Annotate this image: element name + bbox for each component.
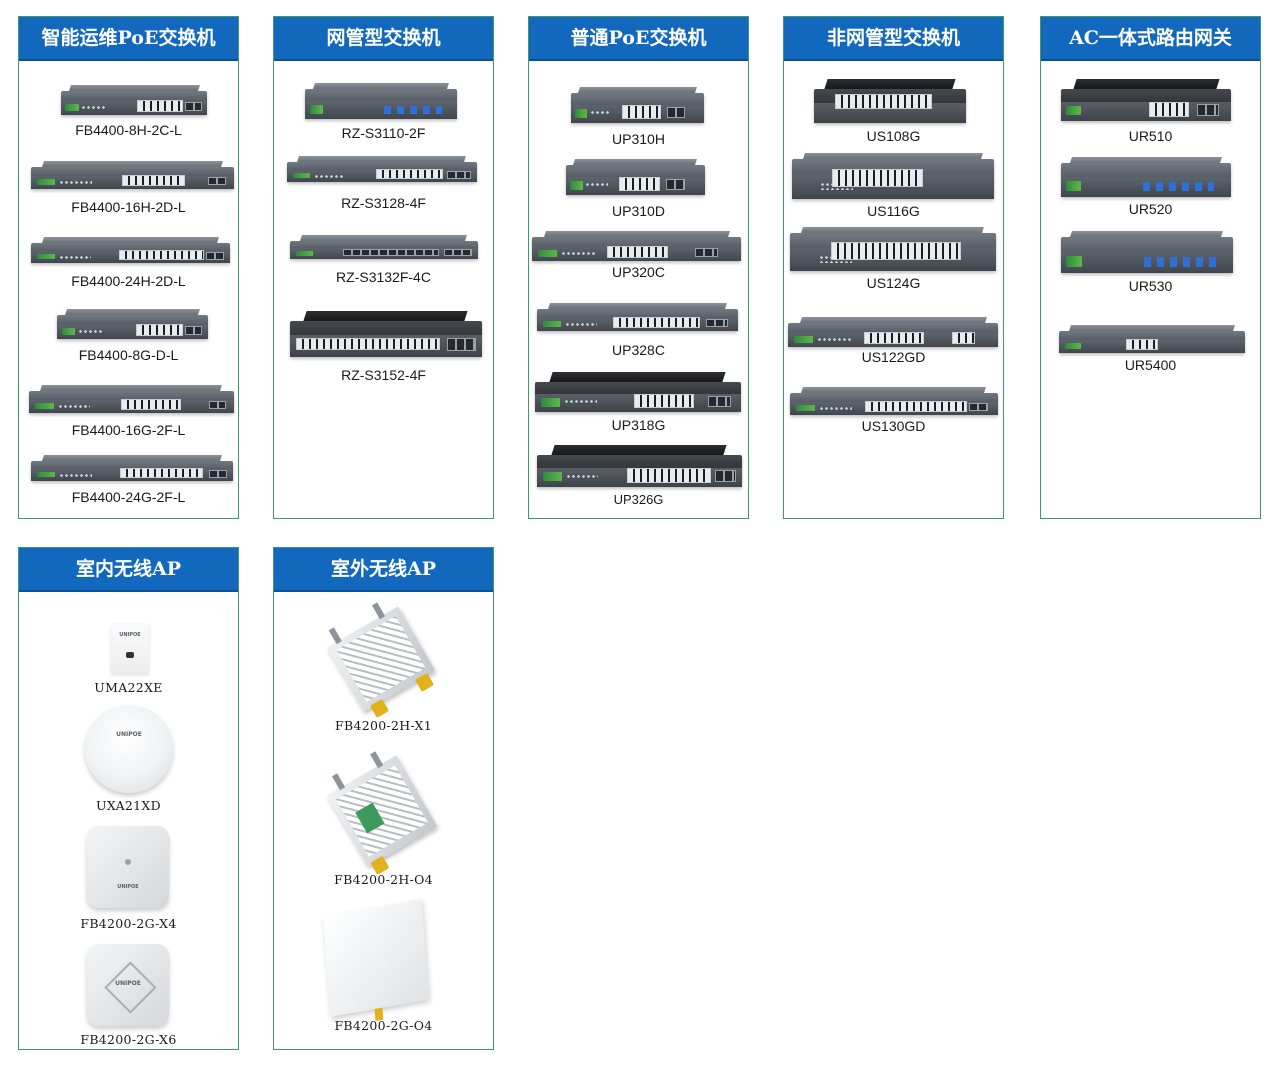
- product-label[interactable]: RZ-S3132F-4C: [336, 269, 431, 285]
- brand-logo: UNIPOE: [119, 632, 141, 638]
- product-image-indoor-ap[interactable]: UNIPOE: [85, 705, 173, 793]
- category-panel-outdoor-ap: 室外无线AP FB4200-2H-X1 FB4200-2H-O4 FB4200-…: [273, 547, 494, 1050]
- panel-title: 室内无线AP: [19, 548, 238, 592]
- product-label[interactable]: FB4400-8G-D-L: [78, 347, 179, 363]
- product-label[interactable]: FB4400-24G-2F-L: [71, 489, 186, 505]
- product-image-switch[interactable]: [305, 83, 457, 119]
- product-image-router[interactable]: [1061, 157, 1231, 197]
- product-image-switch[interactable]: [792, 153, 994, 199]
- product-label[interactable]: FB4400-8H-2C-L: [75, 122, 182, 138]
- product-label[interactable]: UP328C: [612, 342, 665, 358]
- panel-title: 网管型交换机: [274, 17, 493, 61]
- product-image-switch[interactable]: [814, 79, 966, 123]
- product-label[interactable]: US130GD: [861, 418, 926, 434]
- product-label[interactable]: US124G: [866, 275, 921, 291]
- product-image-indoor-ap[interactable]: UNIPOE: [87, 944, 169, 1026]
- product-label[interactable]: FB4400-16H-2D-L: [71, 199, 186, 215]
- product-label[interactable]: UR5400: [1124, 357, 1177, 373]
- product-image-switch[interactable]: [29, 385, 234, 413]
- product-label[interactable]: UMA22XE: [94, 680, 163, 695]
- category-panel-indoor-ap: 室内无线AP UNIPOE UMA22XE UNIPOE UXA21XD UNI…: [18, 547, 239, 1050]
- product-image-switch[interactable]: [287, 156, 477, 182]
- panel-title: 室外无线AP: [274, 548, 493, 592]
- product-image-router[interactable]: [1059, 325, 1245, 353]
- product-image-switch[interactable]: [537, 303, 738, 331]
- brand-logo: UNIPOE: [117, 884, 139, 890]
- product-image-switch[interactable]: [790, 227, 996, 271]
- product-image-switch[interactable]: [790, 387, 998, 415]
- product-image-switch[interactable]: [535, 372, 741, 412]
- product-label[interactable]: RZ-S3128-4F: [341, 195, 426, 211]
- product-image-switch[interactable]: [31, 455, 233, 481]
- product-image-switch[interactable]: [537, 445, 742, 487]
- product-label[interactable]: FB4400-24H-2D-L: [71, 273, 186, 289]
- category-panel-unmanaged-switch: 非网管型交换机 US108G US116G US124G US122GD US1…: [783, 16, 1004, 519]
- product-label[interactable]: UR510: [1128, 128, 1173, 144]
- product-label[interactable]: UR520: [1128, 201, 1173, 217]
- product-label[interactable]: UP318G: [611, 417, 666, 433]
- product-image-switch[interactable]: [532, 231, 741, 261]
- product-image-switch[interactable]: [566, 159, 705, 195]
- product-label[interactable]: FB4200-2H-X1: [335, 718, 432, 733]
- product-label[interactable]: UXA21XD: [96, 798, 161, 813]
- product-image-switch[interactable]: [290, 311, 482, 357]
- product-label[interactable]: US116G: [867, 203, 920, 219]
- product-label[interactable]: US122GD: [861, 349, 926, 365]
- panel-title: 非网管型交换机: [784, 17, 1003, 61]
- product-image-switch[interactable]: [290, 235, 478, 259]
- panel-title: 普通PoE交换机: [529, 17, 748, 61]
- product-image-switch[interactable]: [31, 161, 234, 189]
- product-label[interactable]: FB4200-2G-O4: [334, 1018, 433, 1033]
- category-panel-smart-poe-switch: 智能运维PoE交换机 FB4400-8H-2C-L FB4400-16H-2D-…: [18, 16, 239, 519]
- panel-title: 智能运维PoE交换机: [19, 17, 238, 61]
- product-label[interactable]: UP320C: [612, 264, 665, 280]
- category-panel-managed-switch: 网管型交换机 RZ-S3110-2F RZ-S3128-4F RZ-S3132F…: [273, 16, 494, 519]
- brand-logo: UNIPOE: [115, 980, 141, 987]
- product-label[interactable]: UP326G: [613, 492, 664, 507]
- product-image-indoor-ap[interactable]: UNIPOE: [87, 826, 169, 908]
- product-label[interactable]: UP310D: [612, 203, 665, 219]
- product-image-router[interactable]: [1061, 231, 1233, 273]
- product-image-switch[interactable]: [61, 85, 207, 115]
- product-label[interactable]: UR530: [1128, 278, 1173, 294]
- product-label[interactable]: FB4200-2H-O4: [334, 872, 433, 887]
- category-panel-standard-poe-switch: 普通PoE交换机 UP310H UP310D UP320C UP328C UP3…: [528, 16, 749, 519]
- product-image-outdoor-ap[interactable]: [326, 751, 438, 875]
- product-image-switch[interactable]: [788, 317, 998, 347]
- category-panel-ac-router-gateway: AC一体式路由网关 UR510 UR520 UR530 UR5400: [1040, 16, 1261, 519]
- product-label[interactable]: FB4200-2G-X4: [80, 916, 177, 931]
- product-image-indoor-ap[interactable]: UNIPOE: [111, 624, 149, 674]
- product-image-switch[interactable]: [31, 237, 230, 263]
- product-image-switch[interactable]: [571, 87, 704, 123]
- product-label[interactable]: FB4200-2G-X6: [80, 1032, 177, 1047]
- brand-logo: UNIPOE: [116, 731, 142, 738]
- product-image-outdoor-ap[interactable]: [323, 899, 429, 1022]
- product-image-router[interactable]: [1061, 79, 1231, 121]
- product-label[interactable]: FB4400-16G-2F-L: [71, 422, 186, 438]
- product-label[interactable]: RZ-S3110-2F: [341, 125, 426, 141]
- product-image-switch[interactable]: [57, 309, 208, 339]
- product-label[interactable]: UP310H: [612, 131, 665, 147]
- product-image-outdoor-ap[interactable]: [326, 602, 436, 718]
- product-label[interactable]: RZ-S3152-4F: [341, 367, 426, 383]
- product-label[interactable]: US108G: [866, 128, 921, 144]
- panel-title: AC一体式路由网关: [1041, 17, 1260, 61]
